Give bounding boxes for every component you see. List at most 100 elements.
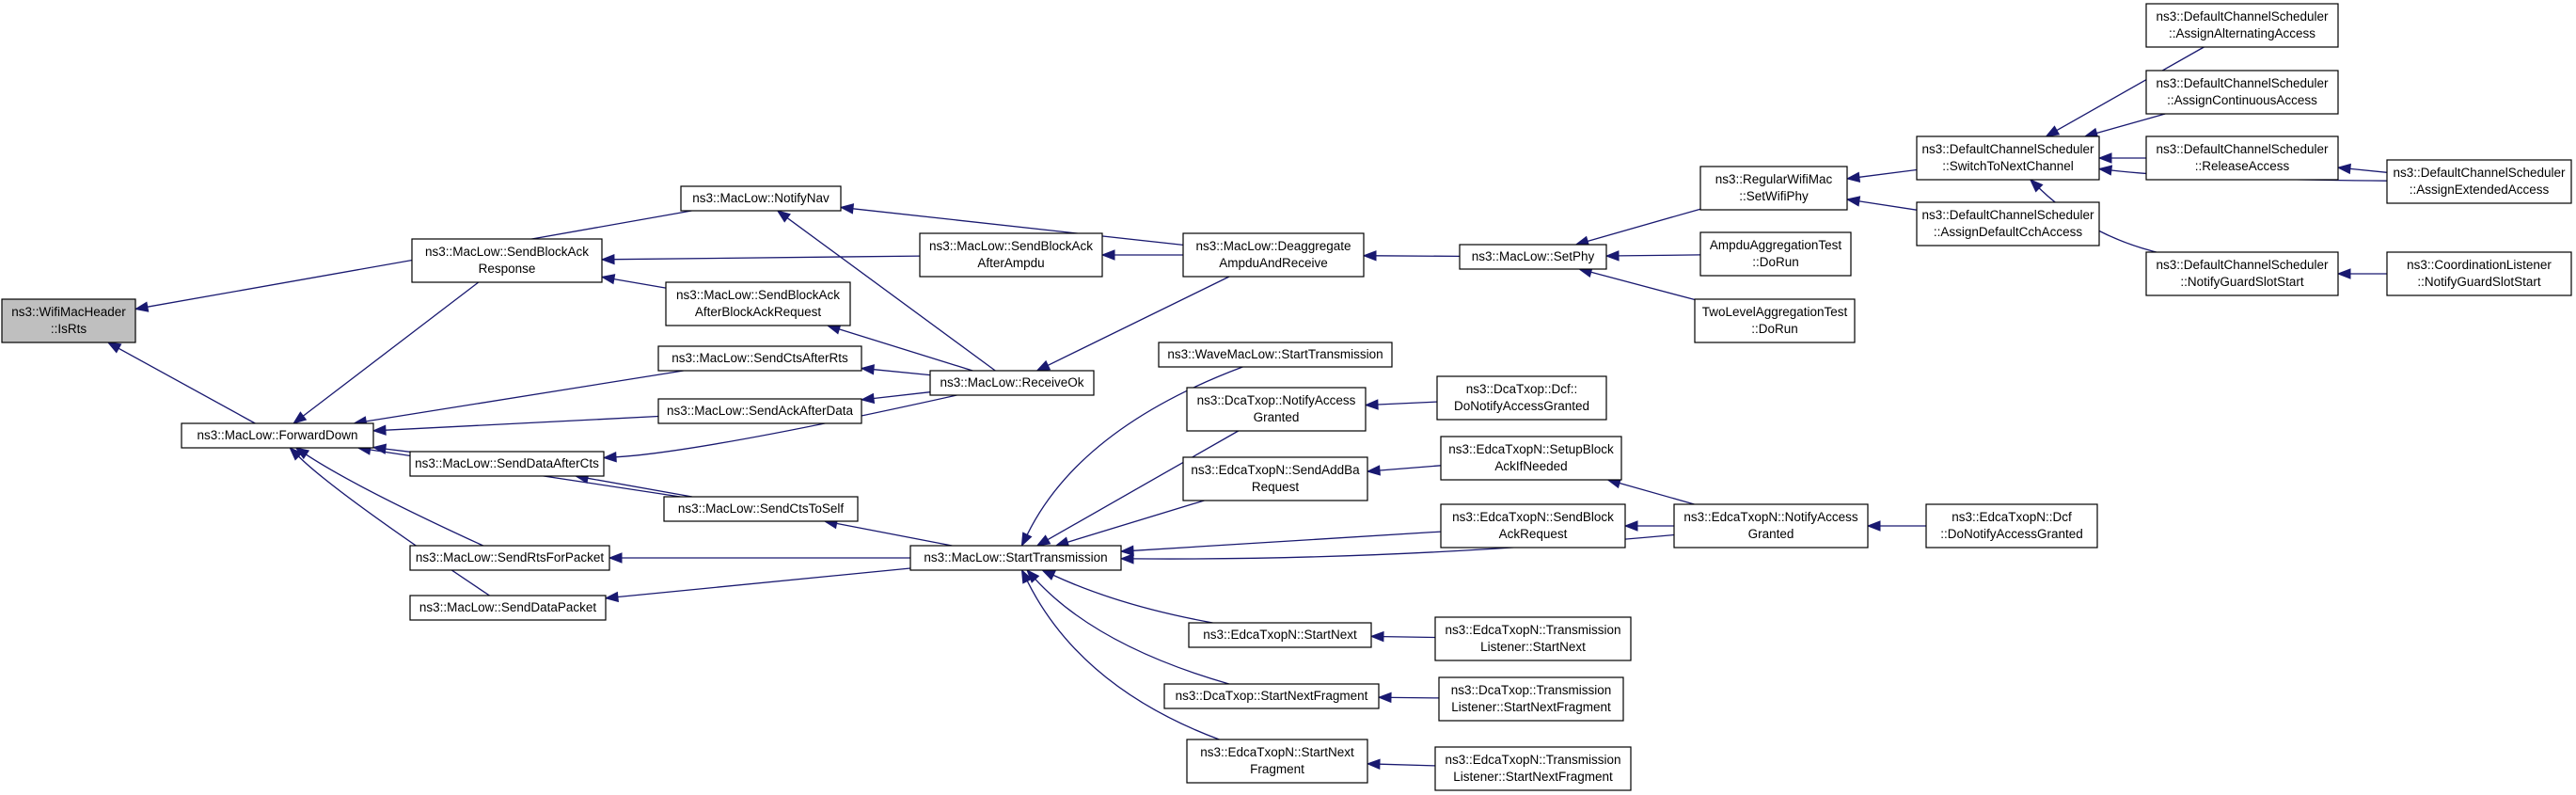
node-ampdutest[interactable]: AmpduAggregationTest::DoRun xyxy=(1699,231,1852,277)
edge-edcasendblockack-to-starttransmission xyxy=(1132,531,1442,551)
node-sendackafterdata[interactable]: ns3::MacLow::SendAckAfterData xyxy=(657,398,862,424)
edge-sendblockackafterampdu-to-sendblockackresp xyxy=(613,255,921,261)
node-edcanotifyaccess[interactable]: ns3::EdcaTxopN::NotifyAccessGranted xyxy=(1673,503,1869,549)
arrowhead-icon xyxy=(2029,179,2044,193)
node-releaseaccess[interactable]: ns3::DefaultChannelScheduler::ReleaseAcc… xyxy=(2145,135,2339,181)
node-isrts[interactable]: ns3::WifiMacHeader::IsRts xyxy=(1,298,136,343)
edge-dcastartnextfrag-to-starttransmission xyxy=(1035,579,1229,685)
node-switchtonext[interactable]: ns3::DefaultChannelScheduler::SwitchToNe… xyxy=(1916,135,2100,181)
node-label: Request xyxy=(1252,480,1300,494)
node-label: Fragment xyxy=(1250,762,1304,776)
node-notifynav[interactable]: ns3::MacLow::NotifyNav xyxy=(680,185,842,212)
node-label: ns3::EdcaTxopN::SendAddBa xyxy=(1191,463,1360,477)
node-edcatlstartnext[interactable]: ns3::EdcaTxopN::TransmissionListener::St… xyxy=(1434,616,1632,661)
node-box xyxy=(1434,746,1632,791)
node-label: ns3::EdcaTxopN::Transmission xyxy=(1445,753,1620,767)
arrowhead-icon xyxy=(1364,399,1379,410)
node-box xyxy=(680,185,842,212)
arrowhead-icon xyxy=(1040,569,1056,580)
node-edcadcfdonotify[interactable]: ns3::EdcaTxopN::Dcf::DoNotifyAccessGrant… xyxy=(1925,503,2098,549)
node-label: ns3::MacLow::SendAckAfterData xyxy=(667,404,854,418)
node-notifyguardslot[interactable]: ns3::DefaultChannelScheduler::NotifyGuar… xyxy=(2145,251,2339,296)
node-dcfdonotify[interactable]: ns3::DcaTxop::Dcf::DoNotifyAccessGranted xyxy=(1436,375,1607,421)
node-senddataaftercts[interactable]: ns3::MacLow::SendDataAfterCts xyxy=(409,451,605,477)
node-box xyxy=(1182,232,1365,278)
node-sendblockackafterbar[interactable]: ns3::MacLow::SendBlockAckAfterBlockAckRe… xyxy=(665,281,851,326)
arrowhead-icon xyxy=(106,342,122,354)
node-label: ns3::MacLow::SetPhy xyxy=(1472,249,1595,263)
node-dcatlstartnextfrag[interactable]: ns3::DcaTxop::TransmissionListener::Star… xyxy=(1438,676,1624,722)
arrowhead-icon xyxy=(608,552,623,564)
node-dcanotifyaccess[interactable]: ns3::DcaTxop::NotifyAccessGranted xyxy=(1186,387,1367,432)
edge-deaggregate-to-receiveok xyxy=(1048,276,1230,366)
node-coordlistener[interactable]: ns3::CoordinationListener::NotifyGuardSl… xyxy=(2386,251,2572,296)
node-label: ns3::MacLow::Deaggregate xyxy=(1195,239,1351,253)
node-label: ns3::MacLow::SendDataAfterCts xyxy=(415,456,599,470)
node-label: DoNotifyAccessGranted xyxy=(1454,399,1589,413)
node-setphy[interactable]: ns3::MacLow::SetPhy xyxy=(1459,244,1607,270)
edge-edcanotifyaccess-to-edcasetupblock xyxy=(1619,482,1695,505)
node-label: ns3::MacLow::SendDataPacket xyxy=(419,600,597,614)
node-forwarddown[interactable]: ns3::MacLow::ForwardDown xyxy=(181,422,374,449)
node-label: ::NotifyGuardSlotStart xyxy=(2417,275,2541,289)
node-label: ns3::EdcaTxopN::Dcf xyxy=(1952,510,2072,524)
node-regularsetwifiphy[interactable]: ns3::RegularWifiMac::SetWifiPhy xyxy=(1699,166,1848,211)
node-assignextended[interactable]: ns3::DefaultChannelScheduler::AssignExte… xyxy=(2386,159,2572,204)
node-sendctstoself[interactable]: ns3::MacLow::SendCtsToSelf xyxy=(663,496,859,522)
node-label: ::IsRts xyxy=(51,322,87,336)
edge-sendctstoself-to-senddataaftercts xyxy=(587,477,693,498)
node-box xyxy=(1916,201,2100,246)
node-assigndefaultcch[interactable]: ns3::DefaultChannelScheduler::AssignDefa… xyxy=(1916,201,2100,246)
arrowhead-icon xyxy=(1119,553,1134,564)
node-edcastartnext[interactable]: ns3::EdcaTxopN::StartNext xyxy=(1188,622,1372,648)
node-label: ns3::EdcaTxopN::SendBlock xyxy=(1452,510,1614,524)
node-label: ::DoNotifyAccessGranted xyxy=(1940,527,2083,541)
node-box xyxy=(1699,166,1848,211)
edge-dcfdonotify-to-dcanotifyaccess xyxy=(1377,401,1438,405)
node-label: ns3::DefaultChannelScheduler xyxy=(1921,208,2094,222)
arrowhead-icon xyxy=(371,424,387,436)
edge-setphy-to-deaggregate xyxy=(1375,255,1461,258)
arrowhead-icon xyxy=(600,253,615,265)
edge-assigndefaultcch-to-regularsetwifiphy xyxy=(1858,200,1918,211)
node-box xyxy=(1925,503,2098,549)
node-dcastartnextfrag[interactable]: ns3::DcaTxop::StartNextFragment xyxy=(1163,683,1380,709)
node-sendrtsforpacket[interactable]: ns3::MacLow::SendRtsForPacket xyxy=(409,545,610,571)
node-label: ns3::MacLow::ReceiveOk xyxy=(940,375,1083,390)
arrowhead-icon xyxy=(1100,249,1115,261)
arrowhead-icon xyxy=(1035,534,1051,547)
node-starttransmission[interactable]: ns3::MacLow::StartTransmission xyxy=(909,545,1122,571)
node-assignalternating[interactable]: ns3::DefaultChannelScheduler::AssignAlte… xyxy=(2145,3,2339,48)
node-label: AckIfNeeded xyxy=(1494,459,1567,473)
node-sendctsafterrts[interactable]: ns3::MacLow::SendCtsAfterRts xyxy=(657,345,862,372)
node-label: ::SwitchToNextChannel xyxy=(1942,159,2074,173)
node-label: TwoLevelAggregationTest xyxy=(1702,305,1848,319)
edge-edcatlstartnext-to-edcastartnext xyxy=(1383,635,1436,639)
node-box xyxy=(1916,135,2100,181)
node-label: ns3::MacLow::SendRtsForPacket xyxy=(416,550,605,564)
node-assigncontinuous[interactable]: ns3::DefaultChannelScheduler::AssignCont… xyxy=(2145,70,2339,115)
node-edcatlstartnextfrag[interactable]: ns3::EdcaTxopN::TransmissionListener::St… xyxy=(1434,746,1632,791)
node-receiveok[interactable]: ns3::MacLow::ReceiveOk xyxy=(929,370,1095,396)
node-box xyxy=(2145,70,2339,115)
node-label: Granted xyxy=(1748,527,1794,541)
node-box xyxy=(1434,616,1632,661)
node-box xyxy=(1,298,136,343)
arrowhead-icon xyxy=(860,392,876,405)
node-wavestarttx[interactable]: ns3::WaveMacLow::StartTransmission xyxy=(1158,342,1393,368)
node-box xyxy=(409,545,610,571)
node-senddatapacket[interactable]: ns3::MacLow::SendDataPacket xyxy=(409,595,607,621)
edge-dcanotifyaccess-to-starttransmission xyxy=(1047,430,1240,541)
arrowhead-icon xyxy=(2097,165,2113,176)
node-twoleveltest[interactable]: TwoLevelAggregationTest::DoRun xyxy=(1694,298,1856,343)
node-edcastartnextfrag[interactable]: ns3::EdcaTxopN::StartNextFragment xyxy=(1186,739,1368,784)
node-label: ns3::MacLow::SendCtsToSelf xyxy=(678,501,845,516)
arrowhead-icon xyxy=(1020,568,1033,584)
edge-sendackafterdata-to-forwarddown xyxy=(385,415,659,431)
